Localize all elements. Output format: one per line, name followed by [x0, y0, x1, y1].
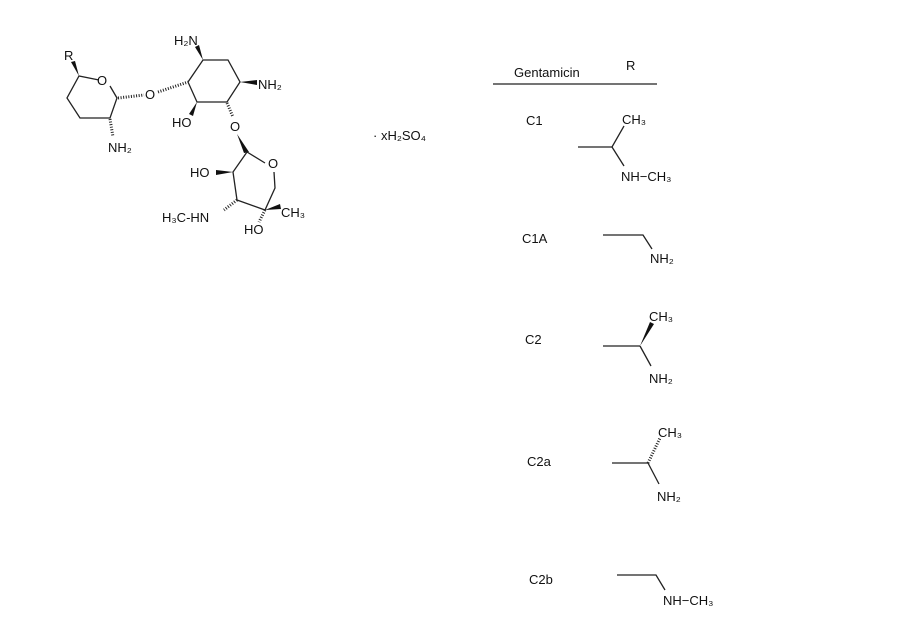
glycosidic-oxygen-1: O: [145, 87, 155, 102]
h2n-top-label: H₂N: [174, 33, 198, 48]
sulfate-salt-label: · xH₂SO₄: [373, 128, 426, 143]
central-ring-bonds: [187, 59, 241, 103]
glycosidic-hash-1: [117, 93, 145, 100]
r-label: R: [64, 48, 73, 63]
header-r: R: [626, 58, 635, 73]
left-ring-bonds: [66, 75, 118, 119]
methylamino-hash: [223, 198, 238, 212]
r-group-table: Gentamicin R C1 CH₃ NH−CH₃ C1A NH₂ C2 CH…: [493, 58, 713, 608]
row-c1-bond-n: [611, 146, 625, 167]
row-c1-nhch3: NH−CH₃: [621, 169, 671, 184]
row-c2a-ch3: CH₃: [658, 425, 682, 440]
nh2-right-wedge: [240, 80, 257, 85]
nh2-left-label: NH₂: [108, 140, 132, 155]
ring-oxygen-lower: O: [268, 156, 278, 171]
ch3-lower-wedge: [265, 204, 281, 210]
row-c2a-name: C2a: [527, 454, 552, 469]
ho-bottom-label: HO: [244, 222, 264, 237]
row-c2-ch3: CH₃: [649, 309, 673, 324]
ch3-lower-label: CH₃: [281, 205, 305, 220]
row-c1-name: C1: [526, 113, 543, 128]
row-c1-bonds: [578, 125, 625, 148]
nh2-right-label: NH₂: [258, 77, 282, 92]
ho-lower-label: HO: [190, 165, 210, 180]
row-c2b-nhch3: NH−CH₃: [663, 593, 713, 608]
glycosidic-hash-2: [157, 80, 189, 94]
gentamicin-structure: R O NH₂ O H₂N NH₂ HO O O HO H₃C-HN CH₃ H…: [64, 33, 305, 237]
row-c2a-nh2: NH₂: [657, 489, 681, 504]
row-c1a-name: C1A: [522, 231, 548, 246]
row-c2b-bonds: [617, 574, 666, 591]
glycosidic-oxygen-2: O: [230, 119, 240, 134]
nh2-hash-bond: [108, 118, 115, 138]
row-c2-ch3-wedge: [640, 322, 654, 346]
ring-oxygen-left: O: [97, 73, 107, 88]
header-gentamicin: Gentamicin: [514, 65, 580, 80]
row-c2-nh2: NH₂: [649, 371, 673, 386]
r-wedge: [71, 61, 79, 76]
lower-anomeric-wedge: [237, 134, 249, 153]
row-c1a-nh2: NH₂: [650, 251, 674, 266]
ho-lower-wedge: [216, 170, 233, 175]
methylamino-label: H₃C-HN: [162, 210, 209, 225]
ho-center-wedge: [189, 102, 197, 116]
row-c2a-bond-n: [647, 462, 660, 485]
h2n-wedge: [195, 45, 203, 60]
row-c2b-name: C2b: [529, 572, 553, 587]
ho-bottom-hash: [257, 209, 267, 223]
row-c2a-ch3-hash: [646, 437, 662, 464]
row-c2-bond-n: [639, 345, 652, 367]
ho-center-label: HO: [172, 115, 192, 130]
row-c1-ch3: CH₃: [622, 112, 646, 127]
glycosidic-hash-3: [225, 102, 235, 118]
row-c2-name: C2: [525, 332, 542, 347]
row-c1a-bonds: [603, 234, 653, 250]
